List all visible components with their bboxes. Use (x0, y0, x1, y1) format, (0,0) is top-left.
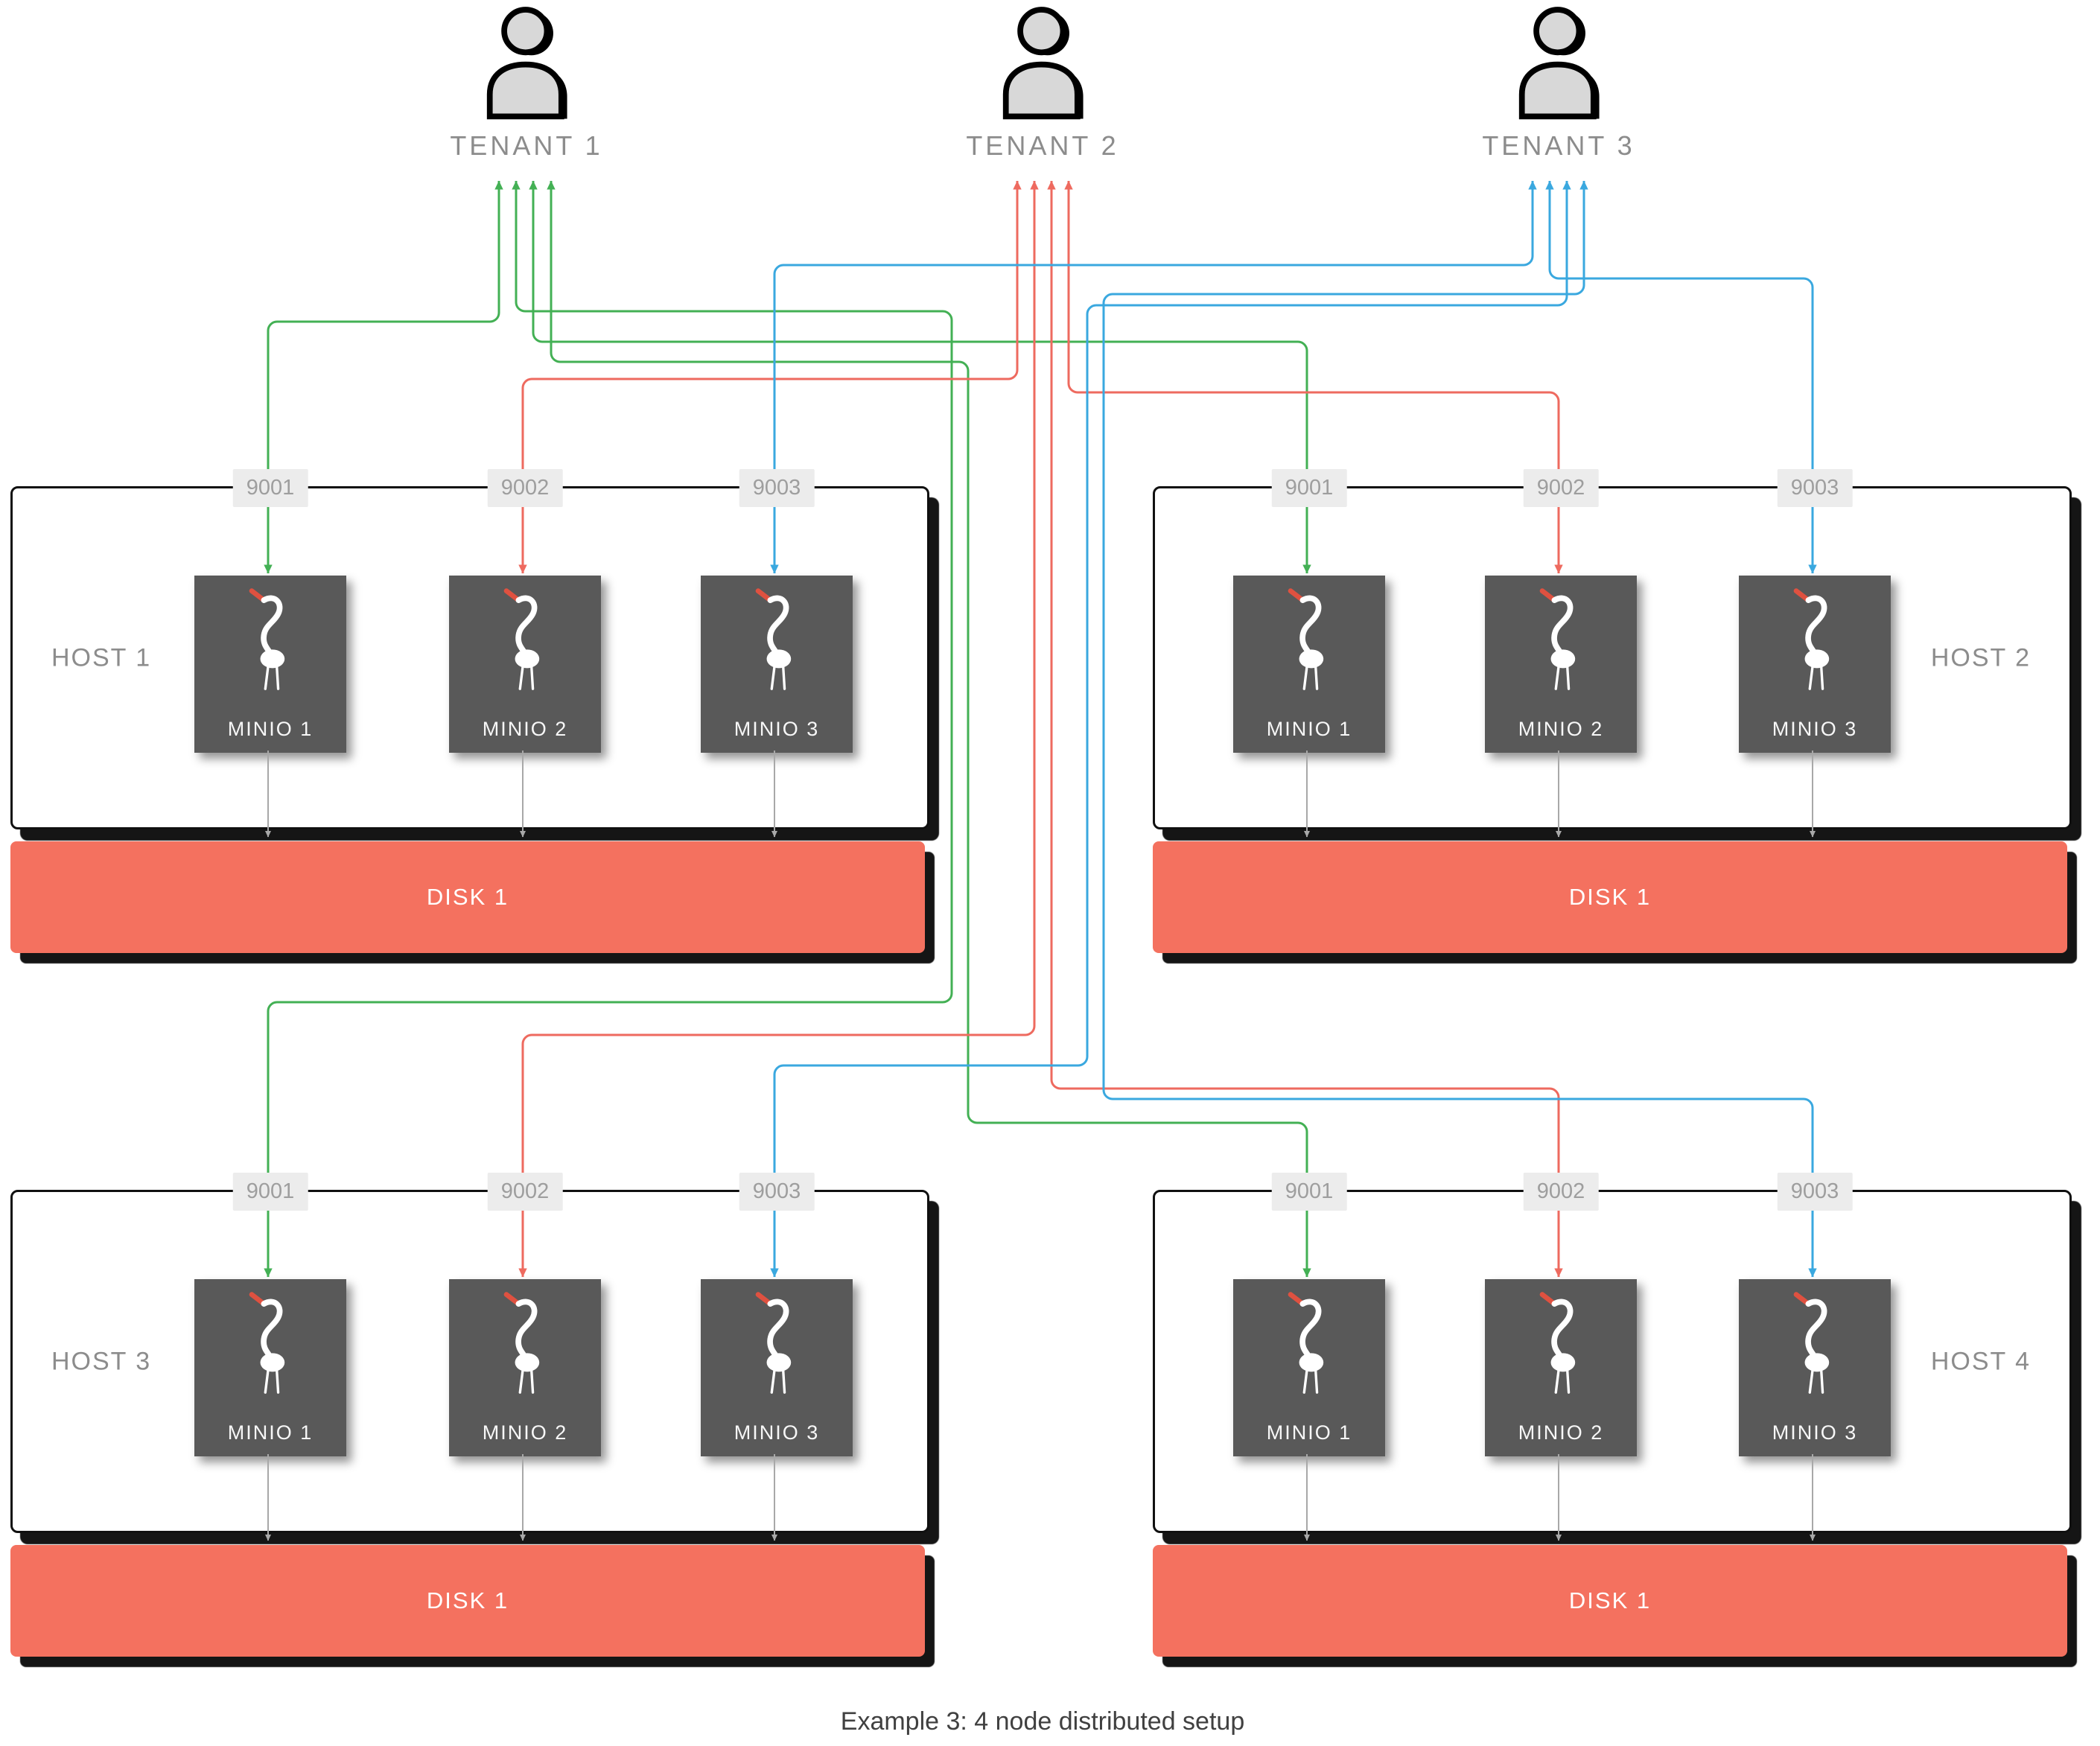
host-3-port-9003: 9003 (739, 1173, 815, 1211)
minio-bird-icon (489, 584, 561, 692)
disk-label: DISK 1 (1568, 1587, 1652, 1613)
host-3-minio-2: MINIO 2 (449, 1279, 601, 1456)
host-1-box: HOST 1 9001 9002 9003 MINIO 1 MINIO 2 MI… (10, 469, 929, 829)
host-1-port-9002: 9002 (487, 469, 563, 507)
host-3-minio-1: MINIO 1 (194, 1279, 346, 1456)
host-4-disk: DISK 1 (1153, 1545, 2067, 1657)
host-2-label: HOST 2 (1930, 643, 2031, 672)
host-3-box: HOST 3 9001 9002 9003 MINIO 1 MINIO 2 MI… (10, 1173, 929, 1533)
host-4-minio-2: MINIO 2 (1485, 1279, 1637, 1456)
host-3-disk: DISK 1 (10, 1545, 925, 1657)
disk-label: DISK 1 (426, 1587, 509, 1613)
host-2-port-9003: 9003 (1777, 469, 1853, 507)
host-4-port-9003: 9003 (1777, 1173, 1853, 1211)
minio-node-label: MINIO 3 (1772, 718, 1858, 740)
host-2-minio-1: MINIO 1 (1233, 576, 1385, 753)
minio-bird-icon (1273, 1288, 1345, 1395)
minio-node-label: MINIO 3 (734, 718, 820, 740)
minio-bird-icon (1525, 584, 1597, 692)
minio-bird-icon (235, 584, 306, 692)
minio-node-label: MINIO 3 (734, 1421, 820, 1444)
host-4-label: HOST 4 (1930, 1347, 2031, 1375)
minio-bird-icon (1779, 584, 1851, 692)
minio-node-label: MINIO 2 (482, 1421, 568, 1444)
host-1-minio-2: MINIO 2 (449, 576, 601, 753)
minio-node-label: MINIO 2 (1518, 1421, 1604, 1444)
host-2-minio-2: MINIO 2 (1485, 576, 1637, 753)
tenant-2: TENANT 2 (966, 4, 1119, 162)
minio-bird-icon (741, 584, 812, 692)
tenant-2-label: TENANT 2 (966, 130, 1119, 161)
minio-bird-icon (489, 1288, 561, 1395)
host-3-minio-3: MINIO 3 (701, 1279, 853, 1456)
person-icon (996, 4, 1089, 120)
host-3-port-9001: 9001 (232, 1173, 308, 1211)
host-2-minio-3: MINIO 3 (1739, 576, 1891, 753)
host-1-minio-3: MINIO 3 (701, 576, 853, 753)
host-2-box: HOST 2 9001 9002 9003 MINIO 1 MINIO 2 MI… (1153, 469, 2072, 829)
disk-label: DISK 1 (1568, 884, 1652, 910)
host-2-port-9002: 9002 (1523, 469, 1599, 507)
host-4-box: HOST 4 9001 9002 9003 MINIO 1 MINIO 2 MI… (1153, 1173, 2072, 1533)
minio-bird-icon (1779, 1288, 1851, 1395)
minio-node-label: MINIO 2 (1518, 718, 1604, 740)
minio-bird-icon (741, 1288, 812, 1395)
host-4-port-9002: 9002 (1523, 1173, 1599, 1211)
host-4-minio-3: MINIO 3 (1739, 1279, 1891, 1456)
minio-bird-icon (1525, 1288, 1597, 1395)
host-1-disk: DISK 1 (10, 841, 925, 953)
minio-bird-icon (1273, 584, 1345, 692)
person-icon (1512, 4, 1605, 120)
minio-node-label: MINIO 1 (1266, 718, 1352, 740)
host-4-minio-1: MINIO 1 (1233, 1279, 1385, 1456)
tenant-1-label: TENANT 1 (450, 130, 603, 161)
host-3-label: HOST 3 (51, 1347, 152, 1375)
tenant-1: TENANT 1 (450, 4, 602, 162)
host-2-disk: DISK 1 (1153, 841, 2067, 953)
host-3-port-9002: 9002 (487, 1173, 563, 1211)
minio-bird-icon (235, 1288, 306, 1395)
tenant-3: TENANT 3 (1482, 4, 1635, 162)
diagram-caption: Example 3: 4 node distributed setup (840, 1707, 1245, 1736)
minio-node-label: MINIO 1 (1266, 1421, 1352, 1444)
person-icon (480, 4, 573, 120)
host-1-label: HOST 1 (51, 643, 152, 672)
tenant-3-label: TENANT 3 (1482, 130, 1635, 161)
host-4-port-9001: 9001 (1271, 1173, 1347, 1211)
host-2-port-9001: 9001 (1271, 469, 1347, 507)
host-1-port-9001: 9001 (232, 469, 308, 507)
minio-node-label: MINIO 3 (1772, 1421, 1858, 1444)
minio-node-label: MINIO 1 (227, 1421, 314, 1444)
host-1-port-9003: 9003 (739, 469, 815, 507)
disk-label: DISK 1 (426, 884, 509, 910)
minio-node-label: MINIO 2 (482, 718, 568, 740)
minio-node-label: MINIO 1 (227, 718, 314, 740)
host-1-minio-1: MINIO 1 (194, 576, 346, 753)
